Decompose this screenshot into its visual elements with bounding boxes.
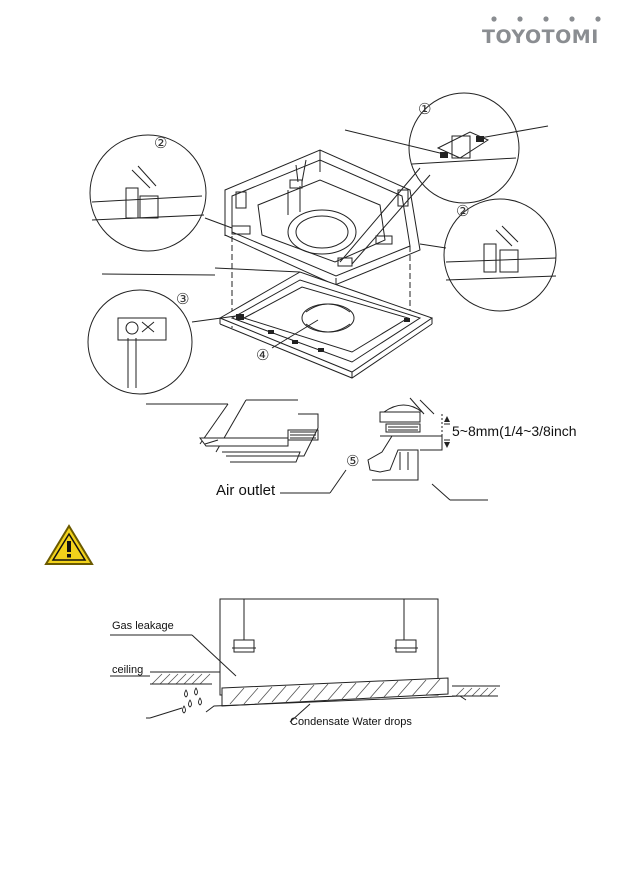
condensate-label: Condensate Water drops (290, 716, 412, 728)
logo-text: TOYOTOMI (482, 26, 599, 48)
warning-triangle-icon (44, 524, 94, 566)
detail-circle-screw (87, 289, 237, 395)
brand-logo: TOYOTOMI (482, 14, 610, 54)
condensation-diagram (110, 598, 500, 723)
decoration-panel (218, 271, 434, 379)
callout-2-left: ② (154, 134, 168, 152)
detail-circle-right (419, 198, 557, 312)
ceiling-label: ceiling (112, 664, 144, 676)
cross-section-left (146, 399, 319, 463)
callout-3: ③ (176, 290, 190, 308)
callout-1: ① (418, 100, 432, 118)
callout-2-right: ② (456, 202, 470, 220)
air-outlet-label: Air outlet (216, 482, 276, 499)
logo-dots (491, 16, 601, 22)
gas-leakage-label: Gas leakage (112, 620, 174, 632)
callout-5: ⑤ (346, 452, 360, 470)
gap-dimension-label: 5~8mm(1/4~3/8inch (452, 423, 577, 439)
indoor-unit-body (224, 149, 421, 286)
callout-4: ④ (256, 346, 270, 364)
detail-circle-left (89, 134, 233, 252)
detail-circle-top (339, 92, 549, 265)
cross-section-right (367, 397, 488, 501)
